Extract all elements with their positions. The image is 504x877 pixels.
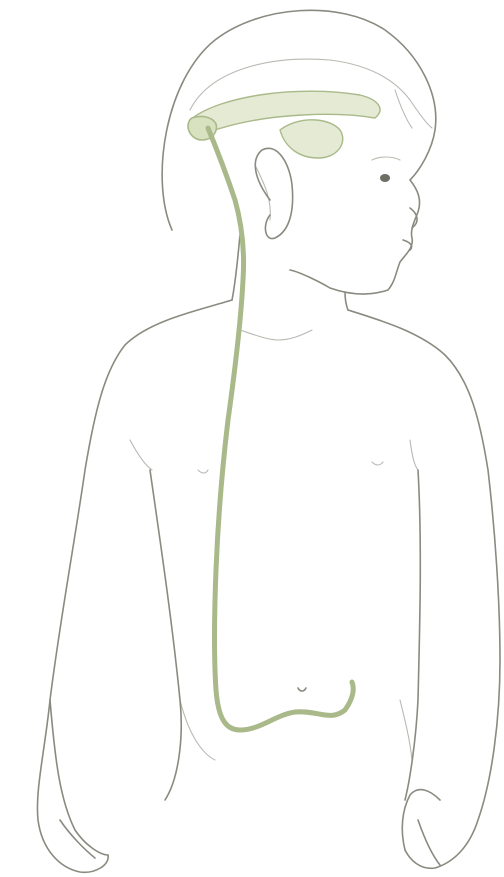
fringe-line — [395, 90, 412, 128]
left-nipple — [198, 470, 208, 473]
left-waist — [180, 700, 215, 760]
right-waist — [400, 700, 412, 760]
neck-back — [232, 235, 240, 300]
left-inner-arm — [150, 470, 181, 800]
right-nipple — [372, 462, 383, 465]
right-shoulder-arm — [348, 310, 500, 868]
left-shoulder-arm — [37, 300, 232, 872]
left-armpit — [130, 440, 152, 470]
ventricle-inner — [280, 120, 343, 158]
navel — [298, 688, 306, 691]
clavicle — [240, 330, 312, 340]
eye — [380, 174, 390, 182]
right-inner-arm — [405, 470, 420, 800]
right-armpit — [410, 440, 418, 470]
ear — [255, 148, 292, 238]
nose-mouth — [403, 208, 417, 250]
brain-stem — [255, 165, 270, 220]
shunt-tube — [208, 128, 353, 730]
neck-front — [345, 292, 348, 310]
eyebrow — [372, 157, 400, 160]
left-hand — [50, 700, 108, 858]
